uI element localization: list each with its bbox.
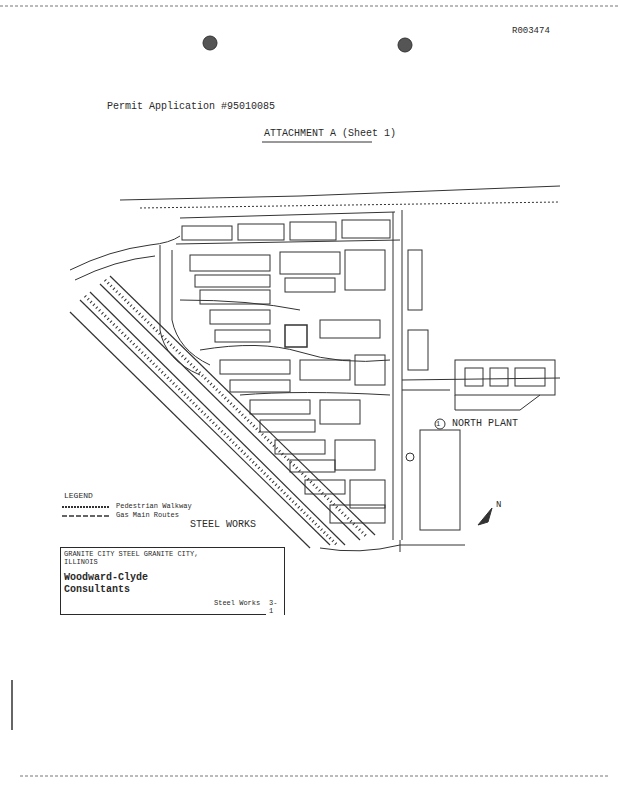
consultant-cell: Woodward-Clyde Consultants [61,570,211,600]
north-arrow-label: N [494,500,503,511]
box-text: GRANITE CITY STEEL GRANITE CITY, ILLINOI… [61,548,217,568]
sheet-title: ATTACHMENT A (Sheet 1) [262,128,398,139]
area-name: STEEL WORKS [188,519,258,530]
title-block: GRANITE CITY STEEL GRANITE CITY, ILLINOI… [60,547,285,615]
sheet-number-cell: 3-1 [266,597,284,619]
legend-heading: LEGEND [62,490,95,501]
box-text: 3-1 [266,597,284,617]
legend-entry: Gas Main Routes [114,511,181,519]
drawing-title-cell: Steel Works [211,597,266,614]
doc-number: R003474 [510,26,552,37]
callout-number: 1 [436,419,440,430]
area-name: NORTH PLANT [450,418,520,429]
box-text: Steel Works [211,597,266,609]
permit-number: Permit Application #95010085 [105,101,277,112]
box-text: Woodward-Clyde Consultants [61,570,211,598]
legend-entry: Pedestrian Walkway [114,502,194,510]
